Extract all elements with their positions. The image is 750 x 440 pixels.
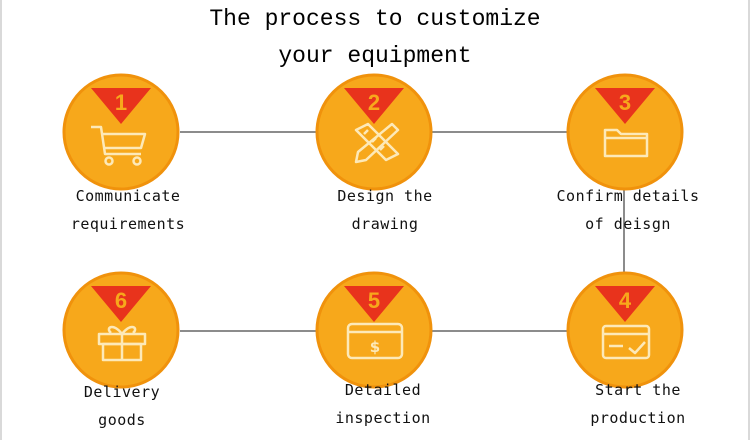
page-title-line-2: your equipment [278, 43, 472, 69]
step-5-node: 5 $ [314, 270, 434, 390]
step-number: 1 [115, 90, 127, 115]
caption-line: production [590, 409, 686, 427]
connector-5-4 [432, 330, 568, 332]
step-2-caption: Design the drawing [285, 182, 485, 238]
caption-line: Delivery [83, 383, 161, 401]
step-badge [344, 88, 404, 124]
step-6-caption: Delivery goods [22, 378, 222, 434]
card-check-icon [601, 324, 651, 360]
shopping-cart-icon [91, 125, 147, 166]
step-badge [91, 88, 151, 124]
caption-line: of deisgn [585, 215, 671, 233]
caption-line: inspection [335, 409, 431, 427]
connector-1-2 [180, 131, 316, 133]
step-4-node: 4 [565, 270, 685, 390]
step-3-node: 3 [565, 72, 685, 192]
step-number: 5 [368, 288, 380, 313]
step-6-node: 6 [61, 270, 181, 390]
step-2-node: 2 [314, 72, 434, 192]
step-number: 2 [368, 90, 380, 115]
page-title-line-1: The process to customize [209, 6, 541, 32]
step-1-node: 1 [61, 72, 181, 192]
caption-line: Design the [337, 187, 433, 205]
caption-line: Detailed [344, 381, 422, 399]
step-number: 6 [115, 288, 127, 313]
step-circle [62, 271, 180, 389]
step-number: 4 [619, 288, 632, 313]
step-number: 3 [619, 90, 631, 115]
step-circle [315, 73, 433, 191]
frame-left-edge [0, 0, 2, 440]
gift-box-icon [97, 325, 147, 362]
caption-line: requirements [70, 215, 186, 233]
folder-icon [603, 128, 649, 158]
step-circle [566, 73, 684, 191]
step-circle [315, 271, 433, 389]
connector-2-3 [432, 131, 568, 133]
step-circle [62, 73, 180, 191]
caption-line: Start the [595, 381, 681, 399]
pencil-ruler-icon [354, 122, 400, 164]
step-badge [595, 88, 655, 124]
caption-line: drawing [351, 215, 419, 233]
step-circle [566, 271, 684, 389]
frame-right-edge [748, 0, 750, 440]
caption-line: goods [98, 411, 146, 429]
step-badge [595, 286, 655, 322]
step-badge [344, 286, 404, 322]
step-1-caption: Communicate requirements [28, 182, 228, 238]
step-3-caption: Confirm details of deisgn [528, 182, 728, 238]
step-badge [91, 286, 151, 322]
step-4-caption: Start the production [538, 376, 738, 432]
payment-screen-icon [346, 322, 404, 360]
caption-line: Confirm details [556, 187, 700, 205]
connector-3-4 [623, 180, 625, 290]
connector-6-5 [180, 330, 316, 332]
step-5-caption: Detailed inspection [283, 376, 483, 432]
dollar-glyph: $ [370, 338, 380, 356]
caption-line: Communicate [75, 187, 181, 205]
